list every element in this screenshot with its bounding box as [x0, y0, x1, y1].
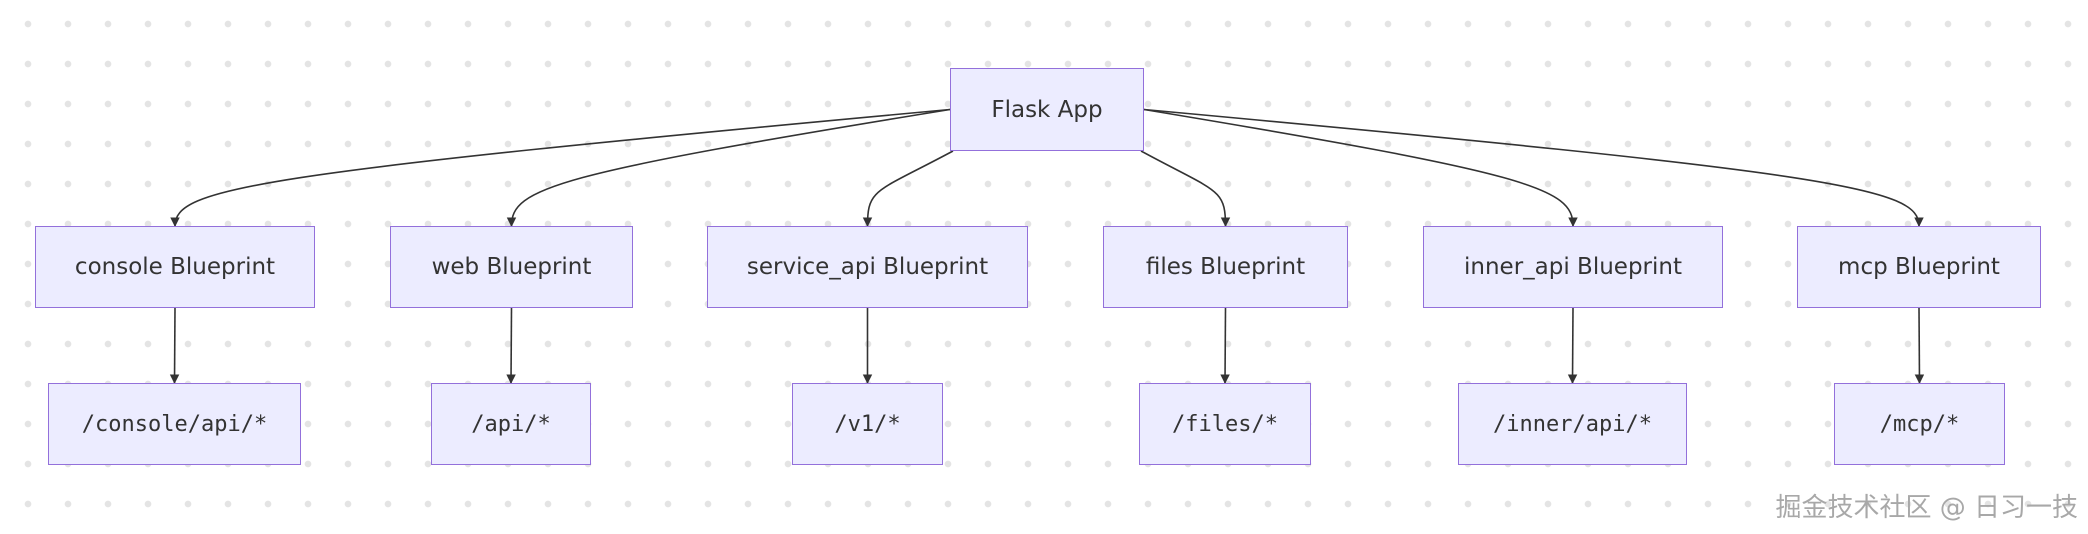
edge-app-to-mcp [1143, 108, 1924, 227]
console-blueprint-node: console Blueprint [35, 226, 315, 308]
edge-app-to-web [506, 108, 951, 227]
files-blueprint-node: files Blueprint [1103, 226, 1348, 308]
web-blueprint-node: web Blueprint [390, 226, 633, 308]
inner-api-route-node: /inner/api/* [1458, 383, 1687, 465]
mcp-blueprint-node: mcp Blueprint [1797, 226, 2041, 308]
web-route-node: /api/* [431, 383, 591, 465]
files-route-node: /files/* [1139, 383, 1311, 465]
service-api-route-node: /v1/* [792, 383, 943, 465]
watermark-text: 掘金技术社区 @ 日习一技 [1775, 493, 2078, 523]
inner-api-blueprint-node: inner_api Blueprint [1423, 226, 1723, 308]
edge-app-to-files [1140, 150, 1231, 227]
edge-app-to-service_api [862, 150, 954, 227]
edge-web-to-route [506, 307, 516, 384]
edge-app-to-inner_api [1143, 108, 1578, 227]
flask-app-node: Flask App [950, 68, 1144, 151]
console-route-node: /console/api/* [48, 383, 301, 465]
mcp-route-node: /mcp/* [1834, 383, 2005, 465]
edge-app-to-console [170, 108, 951, 227]
service-api-blueprint-node: service_api Blueprint [707, 226, 1028, 308]
edge-console-to-route [169, 307, 180, 384]
edge-inner_api-to-route [1567, 307, 1578, 384]
edge-files-to-route [1220, 307, 1230, 384]
edge-mcp-to-route [1914, 307, 1925, 384]
